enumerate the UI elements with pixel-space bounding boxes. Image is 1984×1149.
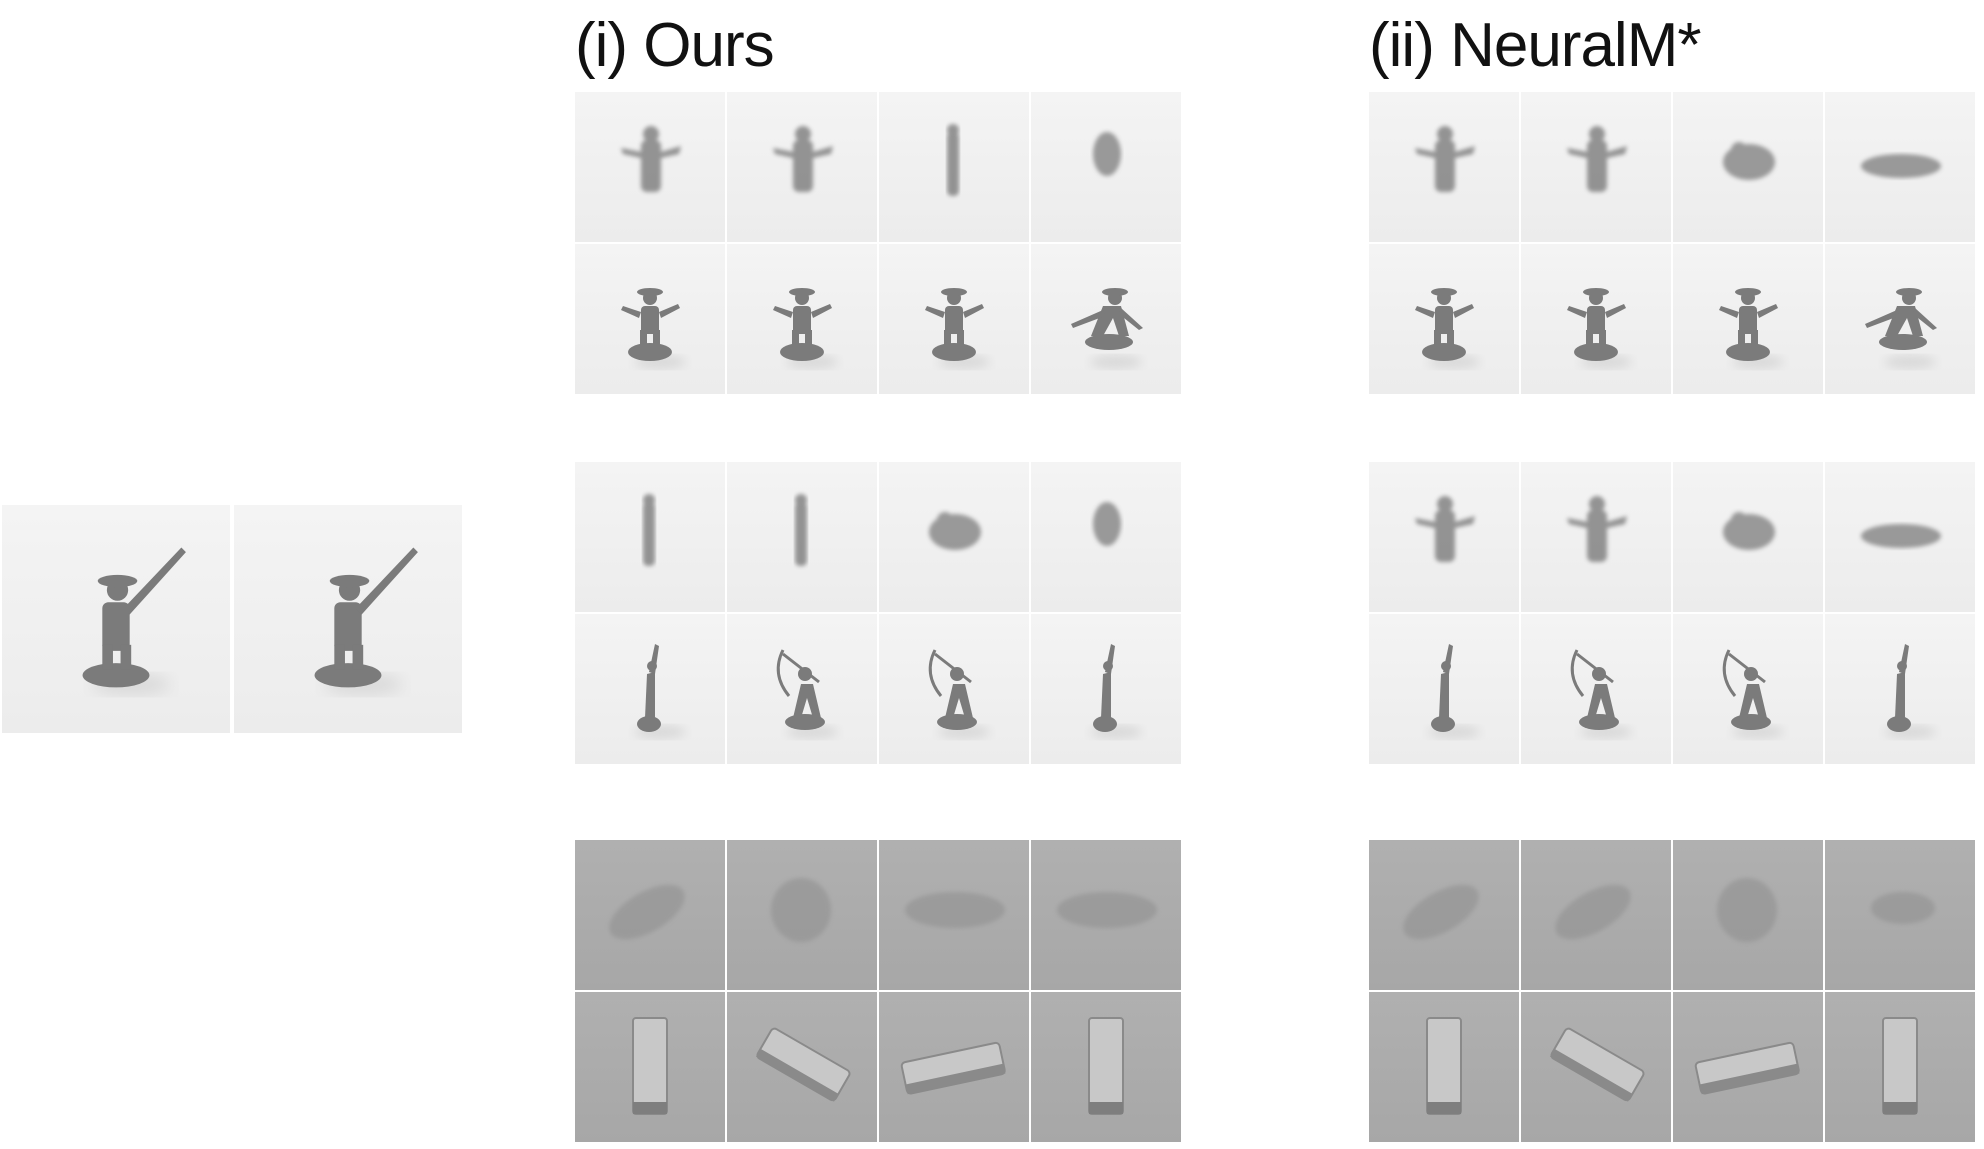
neural-generated-cowboy-pistols-3 [1673, 92, 1823, 242]
ours-reference-block-2 [727, 992, 877, 1142]
neural-generated-archer-1 [1369, 462, 1519, 612]
ours-reference-cowboy-pistols-1 [575, 244, 725, 394]
ours-generated-archer-1 [575, 462, 725, 612]
ours-grid-archer [575, 462, 1181, 764]
neural-reference-block-4 [1825, 992, 1975, 1142]
neural-generated-block-1 [1369, 840, 1519, 990]
ours-generated-cowboy-pistols-2 [727, 92, 877, 242]
ours-reference-cowboy-pistols-4 [1031, 244, 1181, 394]
ours-reference-block-4 [1031, 992, 1181, 1142]
ours-generated-archer-4 [1031, 462, 1181, 612]
neural-generated-block-2 [1521, 840, 1671, 990]
ours-reference-archer-4 [1031, 614, 1181, 764]
input-view-2 [234, 505, 462, 733]
neural-generated-archer-2 [1521, 462, 1671, 612]
ours-generated-archer-3 [879, 462, 1029, 612]
ours-reference-archer-1 [575, 614, 725, 764]
neural-generated-cowboy-pistols-2 [1521, 92, 1671, 242]
neural-reference-archer-4 [1825, 614, 1975, 764]
ours-reference-block-3 [879, 992, 1029, 1142]
neural-generated-block-4 [1825, 840, 1975, 990]
neural-reference-cowboy-pistols-1 [1369, 244, 1519, 394]
ours-generated-block-3 [879, 840, 1029, 990]
ours-generated-block-4 [1031, 840, 1181, 990]
neural-grid-block [1369, 840, 1975, 1142]
heading-neuralm: (ii) NeuralM* [1369, 11, 1701, 80]
ours-reference-archer-3 [879, 614, 1029, 764]
ours-generated-cowboy-pistols-1 [575, 92, 725, 242]
ours-generated-block-1 [575, 840, 725, 990]
neural-reference-block-2 [1521, 992, 1671, 1142]
ours-reference-archer-2 [727, 614, 877, 764]
ours-grid-block [575, 840, 1181, 1142]
neural-grid-cowboy-pistols [1369, 92, 1975, 394]
ours-generated-archer-2 [727, 462, 877, 612]
ours-reference-cowboy-pistols-2 [727, 244, 877, 394]
neural-reference-cowboy-pistols-2 [1521, 244, 1671, 394]
neural-reference-cowboy-pistols-4 [1825, 244, 1975, 394]
input-view-1 [2, 505, 230, 733]
ours-generated-cowboy-pistols-4 [1031, 92, 1181, 242]
ours-generated-cowboy-pistols-3 [879, 92, 1029, 242]
ours-generated-block-2 [727, 840, 877, 990]
ours-reference-cowboy-pistols-3 [879, 244, 1029, 394]
ours-reference-block-1 [575, 992, 725, 1142]
neural-generated-archer-4 [1825, 462, 1975, 612]
neural-reference-cowboy-pistols-3 [1673, 244, 1823, 394]
neural-reference-block-3 [1673, 992, 1823, 1142]
input-views [2, 505, 462, 733]
ours-grid-cowboy-pistols [575, 92, 1181, 394]
heading-ours: (i) Ours [575, 11, 775, 80]
neural-generated-archer-3 [1673, 462, 1823, 612]
neural-generated-cowboy-pistols-1 [1369, 92, 1519, 242]
neural-reference-archer-2 [1521, 614, 1671, 764]
neural-reference-archer-3 [1673, 614, 1823, 764]
neural-generated-block-3 [1673, 840, 1823, 990]
neural-reference-archer-1 [1369, 614, 1519, 764]
neural-grid-archer [1369, 462, 1975, 764]
neural-generated-cowboy-pistols-4 [1825, 92, 1975, 242]
neural-reference-block-1 [1369, 992, 1519, 1142]
